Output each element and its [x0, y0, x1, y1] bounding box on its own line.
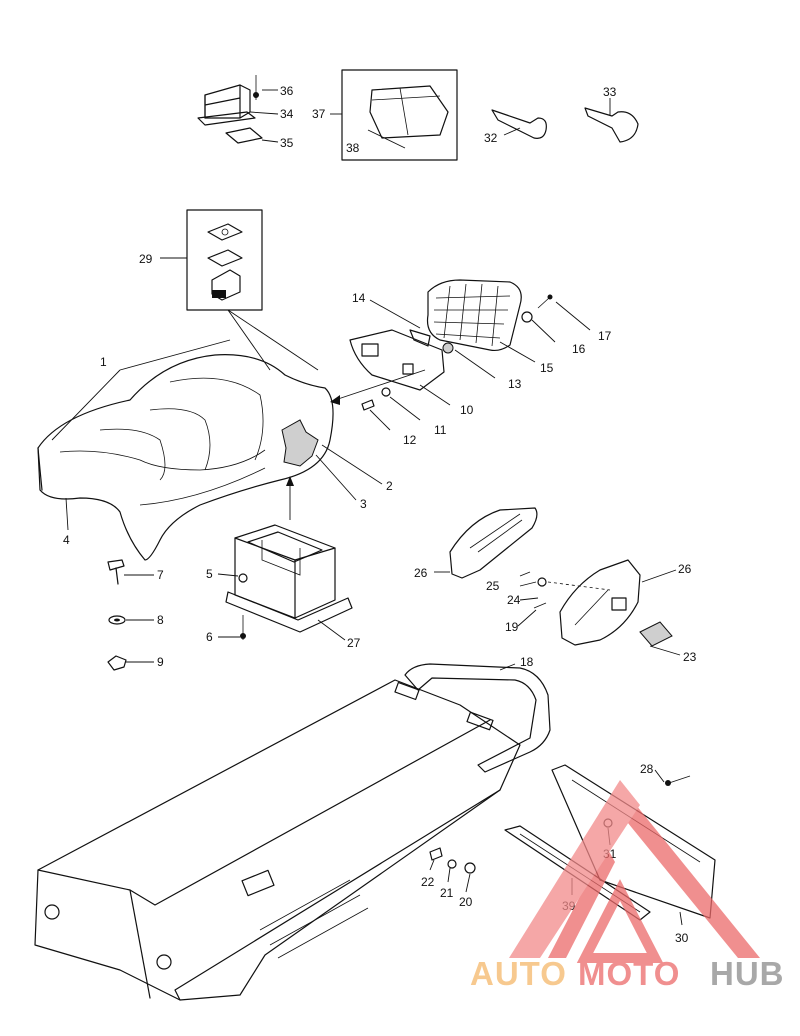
bolt-icon	[107, 559, 125, 585]
callout-leaders	[124, 89, 665, 893]
rear-bumper-icon	[404, 663, 551, 773]
callout-19: 19	[505, 620, 519, 634]
callout-13: 13	[508, 377, 522, 391]
callout-7: 7	[157, 568, 164, 582]
screw-icon	[519, 571, 547, 609]
callout-11: 11	[434, 423, 447, 437]
callout-9: 9	[157, 655, 164, 669]
callout-24: 24	[507, 593, 521, 607]
callout-38: 38	[346, 141, 360, 155]
callout-4: 4	[63, 533, 70, 547]
kit-box-29	[186, 209, 263, 311]
watermark-moto: MOTO	[578, 955, 680, 992]
callout-26-right: 26	[678, 562, 692, 576]
callout-18: 18	[520, 655, 534, 669]
storage-box-icon	[225, 524, 353, 633]
nut-icon	[107, 655, 127, 671]
callout-28: 28	[640, 762, 654, 776]
spanner-wrench-32-icon	[491, 109, 547, 139]
callout-17: 17	[598, 329, 612, 343]
callout-20: 20	[459, 895, 473, 909]
callout-6: 6	[206, 630, 213, 644]
kit-box-37	[341, 69, 458, 161]
callout-10: 10	[460, 403, 474, 417]
watermark-triangle-left	[548, 846, 615, 958]
callouts: 1 2 3 4 5 6 7 8 9 10 11 12 13 14 15 16 1…	[63, 84, 697, 945]
callout-14: 14	[352, 291, 366, 305]
callout-5: 5	[206, 567, 213, 581]
hinge-bracket-icon	[197, 75, 263, 144]
callout-36: 36	[280, 84, 294, 98]
callout-12: 12	[403, 433, 417, 447]
side-cover-left-icon	[449, 507, 538, 579]
washer-icon	[108, 615, 126, 625]
watermark-triangle-right	[619, 784, 760, 958]
fastener-icon	[429, 847, 476, 874]
callout-23: 23	[683, 650, 697, 664]
tunnel-icon	[34, 679, 521, 1001]
callout-34: 34	[280, 107, 294, 121]
callout-1: 1	[100, 355, 107, 369]
taillight-icon	[349, 279, 553, 411]
watermark-auto: AUTO	[470, 955, 567, 992]
side-cover-right-icon	[559, 559, 673, 647]
callout-25: 25	[486, 579, 500, 593]
callout-32: 32	[484, 131, 498, 145]
callout-29: 29	[139, 252, 153, 266]
seat-cover-icon	[367, 85, 449, 149]
callout-27: 27	[347, 636, 361, 650]
callout-21: 21	[440, 886, 454, 900]
spanner-wrench-33-icon	[584, 98, 639, 143]
callout-8: 8	[157, 613, 164, 627]
callout-35: 35	[280, 136, 294, 150]
callout-30: 30	[675, 931, 689, 945]
callout-3: 3	[360, 497, 367, 511]
grommet-kit-icon	[207, 223, 243, 301]
callout-22: 22	[421, 875, 435, 889]
watermark-logo: AUTO MOTO HUB	[470, 780, 785, 992]
callout-33: 33	[603, 85, 617, 99]
watermark-triangle-outer	[509, 780, 640, 958]
watermark-triangle-inner	[576, 879, 664, 963]
seat-icon	[37, 354, 334, 561]
callout-37: 37	[312, 107, 326, 121]
watermark-hub: HUB	[710, 955, 785, 992]
callout-15: 15	[540, 361, 554, 375]
callout-16: 16	[572, 342, 586, 356]
callout-26-left: 26	[414, 566, 428, 580]
callout-2: 2	[386, 479, 393, 493]
